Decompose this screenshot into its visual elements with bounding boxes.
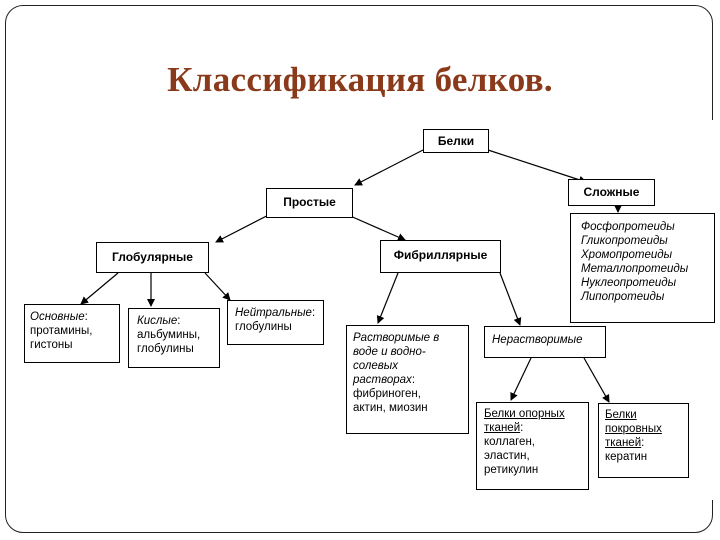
arrow-insoluble-support	[510, 357, 532, 401]
node-acidic: Кислые: альбумины, глобулины	[128, 308, 220, 368]
arrow-simple-fibrillar	[347, 214, 406, 241]
node-soluble: Растворимые в воде и водно- солевых раст…	[346, 325, 469, 434]
arrow-fibrillar-insoluble	[499, 272, 522, 326]
arrow-fibrillar-soluble	[376, 272, 399, 324]
node-complex-list: Фосфопротеиды Гликопротеиды Хромопротеид…	[570, 213, 715, 323]
arrow-root-simple	[354, 149, 424, 186]
node-complex: Сложные	[568, 179, 655, 206]
node-fibrillar: Фибриллярные	[380, 240, 501, 273]
connector-arrows	[80, 149, 622, 403]
node-support-tissues: Белки опорных тканей: коллаген, эластин,…	[476, 402, 589, 490]
node-basic: Основные: протамины, гистоны	[24, 304, 120, 363]
classification-diagram: Белки Простые Сложные Глобулярные Фибрил…	[18, 120, 715, 500]
arrow-globular-basic	[80, 272, 119, 305]
arrow-globular-neutral	[204, 272, 231, 301]
arrow-root-complex	[487, 149, 587, 184]
node-insoluble: Нерастворимые	[484, 326, 606, 358]
node-globular: Глобулярные	[96, 242, 209, 273]
node-covering-tissues: Белки покровных тканей: кератин	[598, 403, 689, 478]
arrow-insoluble-covering	[583, 357, 610, 403]
node-proteins: Белки	[423, 129, 489, 153]
node-simple: Простые	[266, 188, 353, 218]
slide-title: Классификация белков.	[167, 60, 553, 99]
node-neutral: Нейтральные: глобулины	[227, 300, 324, 345]
